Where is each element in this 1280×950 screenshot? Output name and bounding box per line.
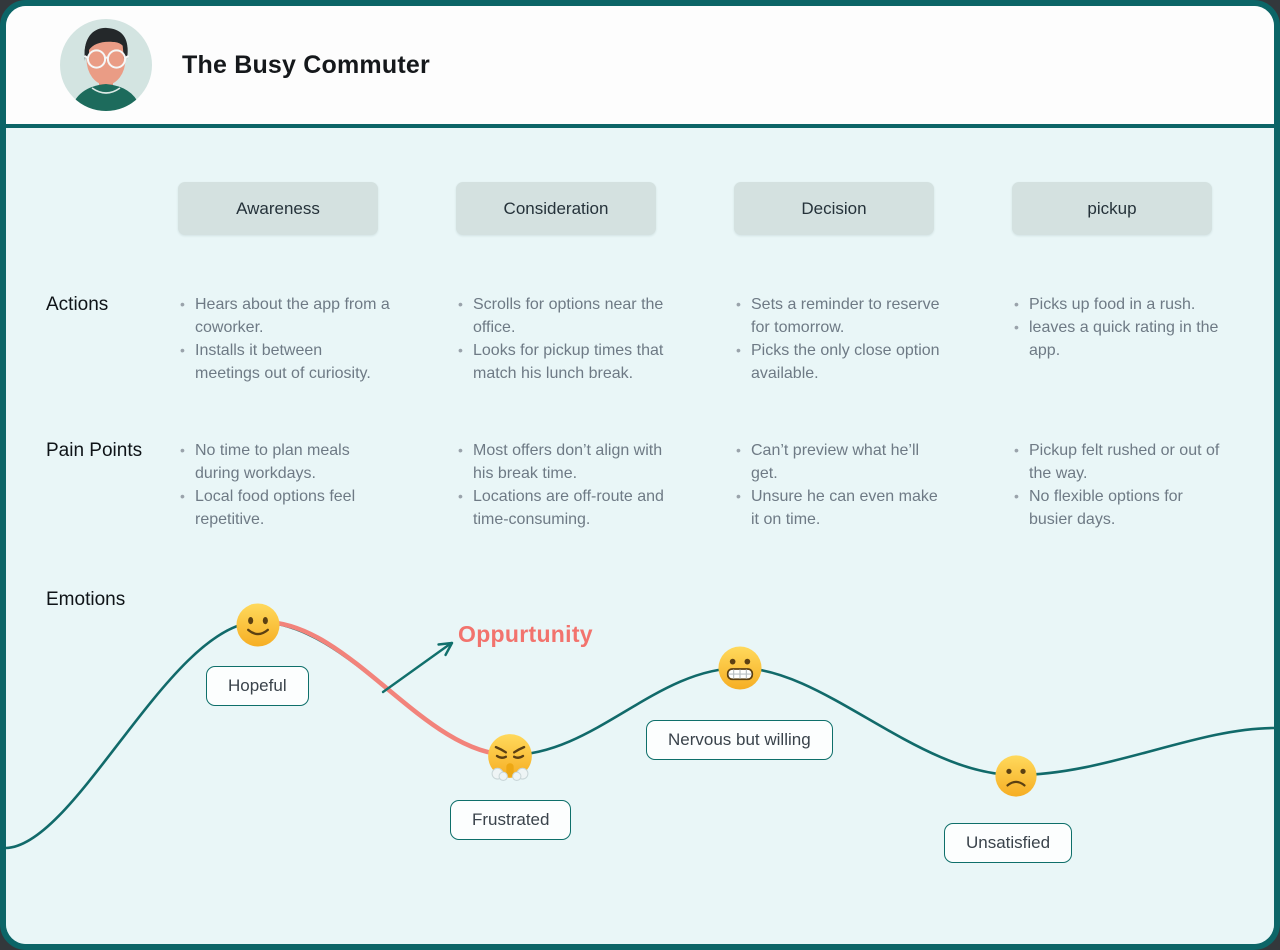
actions-consideration-list: Scrolls for options near the office. Loo… [456, 293, 668, 385]
emotions-section: Emotions Oppurtunity [6, 564, 1274, 944]
emotion-label-nervous: Nervous but willing [646, 720, 833, 760]
face-with-steam-from-nose-emoji-icon [488, 734, 532, 781]
stage-chip-awareness: Awareness [178, 182, 378, 235]
list-item: Scrolls for options near the office. [456, 293, 668, 339]
stage-header-row: Awareness Consideration Decision pickup [6, 182, 1274, 235]
actions-pickup-list: Picks up food in a rush. leaves a quick … [1012, 293, 1224, 362]
persona-avatar [60, 19, 152, 111]
opportunity-arrow-icon [381, 641, 454, 694]
actions-row: Actions Hears about the app from a cowor… [6, 293, 1274, 385]
emotion-label-unsatisfied: Unsatisfied [944, 823, 1073, 863]
persona-header: The Busy Commuter [6, 6, 1274, 128]
list-item: No flexible options for busier days. [1012, 485, 1224, 531]
journey-map-body: Awareness Consideration Decision pickup … [6, 128, 1274, 944]
grimacing-face-emoji-icon [718, 646, 762, 690]
actions-awareness-list: Hears about the app from a coworker. Ins… [178, 293, 390, 385]
stage-chip-decision: Decision [734, 182, 934, 235]
pain-points-row: Pain Points No time to plan meals during… [6, 439, 1274, 531]
list-item: Most offers don’t align with his break t… [456, 439, 668, 485]
opportunity-annotation: Oppurtunity [458, 621, 593, 647]
pain-decision-list: Can’t preview what he’ll get. Unsure he … [734, 439, 946, 531]
list-item: Installs it between meetings out of curi… [178, 339, 390, 385]
emotion-curve [6, 619, 1274, 850]
emotion-label-hopeful: Hopeful [206, 666, 309, 706]
slightly-frowning-face-emoji-icon [995, 755, 1037, 797]
emotion-label-frustrated: Frustrated [450, 800, 572, 840]
list-item: Picks up food in a rush. [1012, 293, 1224, 316]
avatar-glasses [84, 49, 129, 69]
actions-row-label: Actions [46, 294, 109, 315]
list-item: No time to plan meals during workdays. [178, 439, 390, 485]
pain-points-row-label: Pain Points [46, 440, 143, 461]
list-item: leaves a quick rating in the app. [1012, 316, 1224, 362]
emotions-row-label: Emotions [46, 589, 126, 610]
emotion-curve-line [6, 620, 1274, 850]
pain-pickup-list: Pickup felt rushed or out of the way. No… [1012, 439, 1224, 531]
list-item: Picks the only close option available. [734, 339, 946, 385]
list-item: Can’t preview what he’ll get. [734, 439, 946, 485]
pain-consideration-list: Most offers don’t align with his break t… [456, 439, 668, 531]
list-item: Looks for pickup times that match his lu… [456, 339, 668, 385]
page-title: The Busy Commuter [182, 50, 430, 79]
stage-chip-pickup: pickup [1012, 182, 1212, 235]
slightly-smiling-face-emoji-icon [236, 603, 280, 647]
stage-chip-consideration: Consideration [456, 182, 656, 235]
list-item: Local food options feel repetitive. [178, 485, 390, 531]
pain-awareness-list: No time to plan meals during workdays. L… [178, 439, 390, 531]
list-item: Locations are off-route and time-consumi… [456, 485, 668, 531]
list-item: Pickup felt rushed or out of the way. [1012, 439, 1224, 485]
list-item: Unsure he can even make it on time. [734, 485, 946, 531]
list-item: Hears about the app from a coworker. [178, 293, 390, 339]
actions-decision-list: Sets a reminder to reserve for tomorrow.… [734, 293, 946, 385]
list-item: Sets a reminder to reserve for tomorrow. [734, 293, 946, 339]
